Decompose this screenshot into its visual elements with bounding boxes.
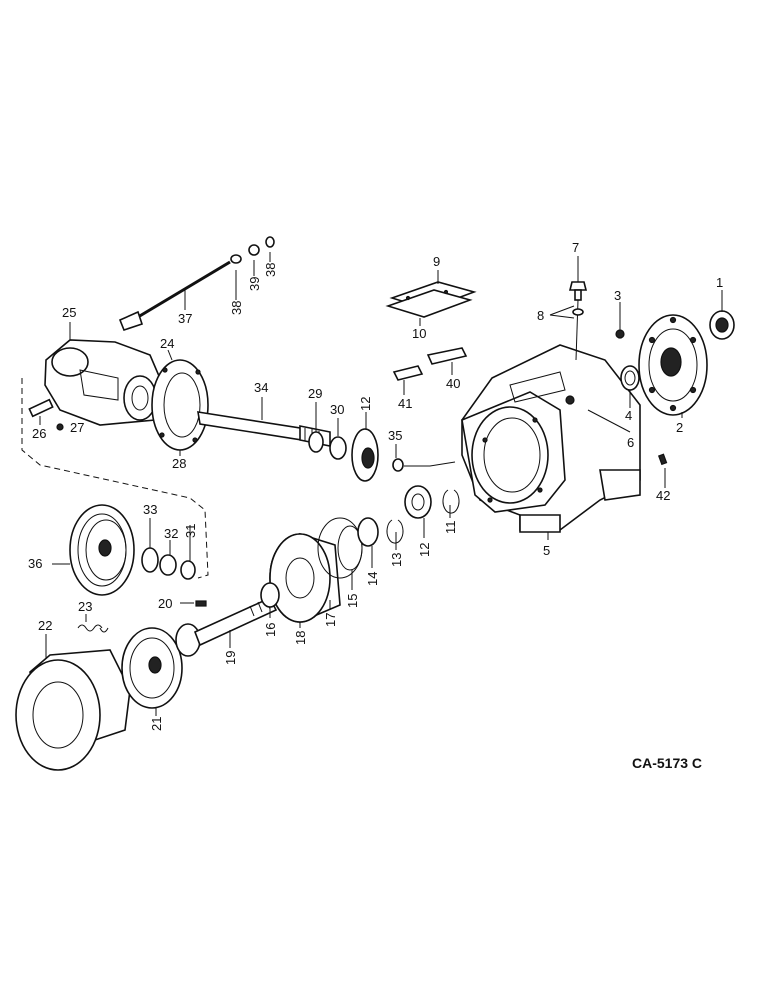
pilot-bearing [709,310,735,340]
callout-15: 15 [345,594,360,608]
callout-37: 37 [178,311,192,326]
callout-2: 2 [676,420,683,435]
drawing-code: CA-5173 C [632,755,702,771]
washer-8 [572,308,584,316]
gearcase-25 [44,339,166,426]
callout-6: 6 [627,435,634,450]
callout-41: 41 [398,396,412,411]
callout-32: 32 [164,526,178,541]
pulley-36 [69,504,135,596]
callout-38a: 38 [229,301,244,315]
callout-39: 39 [247,277,262,291]
callout-38b: 38 [263,263,278,277]
snap-ring-13 [386,519,404,544]
breather-cap [568,281,588,301]
leader-lines [39,252,723,716]
callout-26: 26 [32,426,46,441]
callout-17: 17 [323,613,338,627]
seal-16 [260,582,280,608]
callout-9: 9 [433,254,440,269]
washer-39 [248,244,260,256]
callout-8: 8 [537,308,544,323]
callout-22: 22 [38,618,52,633]
bearing-29 [308,431,324,453]
callout-36: 36 [28,556,42,571]
callout-12b: 12 [417,543,432,557]
spring-23 [77,624,109,633]
bearing-32 [159,554,177,576]
callout-23: 23 [78,599,92,614]
bearing-30 [329,436,347,460]
ring-15 [337,525,363,571]
callout-16: 16 [263,623,278,637]
gear-12a [351,428,379,482]
callout-35: 35 [388,428,402,443]
callout-25: 25 [62,305,76,320]
output-shaft-19 [175,596,278,657]
callout-21: 21 [149,717,164,731]
cover-plate [385,281,477,318]
callout-4: 4 [625,408,632,423]
callout-19: 19 [223,651,238,665]
callout-14: 14 [365,572,380,586]
bearing-14 [357,517,379,547]
callout-1: 1 [716,275,723,290]
seal-4 [620,365,640,391]
control-rod [118,260,231,331]
callout-40: 40 [446,376,460,391]
nut-38b [265,236,275,248]
cover-24 [151,359,209,451]
callout-labels: 1 2 3 4 5 6 7 8 9 10 11 12 12 13 14 15 1… [28,240,723,731]
callout-27: 27 [70,420,84,435]
group-bracket [21,378,209,579]
plug-27 [56,423,64,431]
callout-10: 10 [412,326,426,341]
callout-11: 11 [443,521,458,535]
bearing-35 [392,458,404,472]
clutch-disc [638,314,708,416]
dowel-26 [28,398,54,418]
callout-31: 31 [183,524,198,538]
callout-18: 18 [293,631,308,645]
callout-30: 30 [330,402,344,417]
clutch-hub-18 [269,532,341,624]
seal-33 [141,547,159,573]
pin-42 [657,453,668,466]
gasket-41 [392,365,424,381]
callout-12a: 12 [358,397,373,411]
snap-ring-11 [442,489,460,514]
callout-33: 33 [143,502,157,517]
key-20 [195,600,207,607]
callout-42: 42 [656,488,670,503]
callout-5: 5 [543,543,550,558]
callout-13: 13 [389,553,404,567]
transmission-housing [461,344,641,533]
callout-7: 7 [572,240,579,255]
hub-21 [121,627,183,709]
nut-31 [180,560,196,580]
callout-20: 20 [158,596,172,611]
gasket-40 [426,347,468,365]
callout-29: 29 [308,386,322,401]
bellhousing-22 [15,649,131,771]
callout-28: 28 [172,456,186,471]
gear-12b [404,485,432,519]
nut-38a [230,254,242,264]
callout-34: 34 [254,380,268,395]
callout-3: 3 [614,288,621,303]
callout-24: 24 [160,336,174,351]
leader-35 [404,461,456,467]
plug-3 [615,329,625,339]
